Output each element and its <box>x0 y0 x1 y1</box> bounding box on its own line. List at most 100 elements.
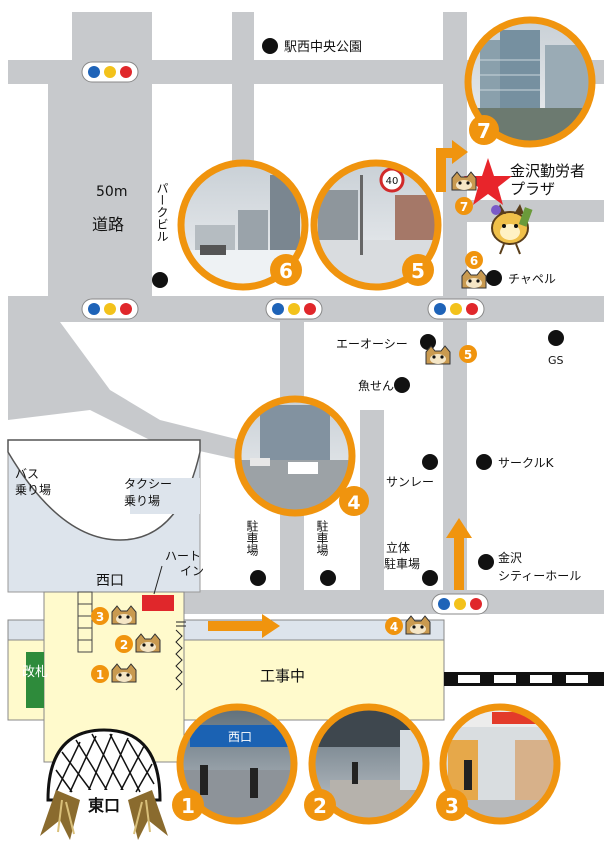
gs-label: GS <box>548 354 564 367</box>
parking-label-2: 駐車場 <box>315 519 329 557</box>
ticket-gate-marker <box>26 652 44 708</box>
destination-label-2: プラザ <box>510 180 555 198</box>
city-hall-dot <box>478 554 494 570</box>
city-hall-label-1: 金沢 <box>498 550 522 565</box>
cat-face-icon <box>111 663 137 683</box>
east-exit-dome: 東口 <box>40 728 168 840</box>
marker-2: 2 <box>115 633 161 653</box>
red-star-icon <box>464 158 512 205</box>
taxi-stand-label-2: 乗り場 <box>124 494 160 508</box>
heart-in-label-1: ハート <box>165 549 201 563</box>
landmarks: 駅西中央公園 50m 道路 パークビル 金沢勤労者 プラザ チャペル エーオーシ… <box>92 38 604 590</box>
photo-2-number: 2 <box>313 794 327 818</box>
bus-taxi-plaza: バス 乗り場 タクシー 乗り場 <box>7 439 201 593</box>
photo-5-number: 5 <box>411 259 425 283</box>
cat-face-icon <box>111 605 137 625</box>
road-vertical-mid <box>232 12 254 162</box>
chapel-label: チャペル <box>508 272 556 286</box>
photo-3-number: 3 <box>445 794 459 818</box>
road-name-label: 道路 <box>92 215 124 234</box>
cat-face-icon <box>135 633 161 653</box>
rittai-dot <box>422 570 438 586</box>
orange-arrow-icon <box>208 140 472 638</box>
traffic-light-middle-left <box>81 298 139 320</box>
heart-in-label-2: イン <box>180 564 204 578</box>
construction-label: 工事中 <box>260 667 305 685</box>
marker-7-number: 7 <box>460 200 468 214</box>
cat-face-icon <box>425 345 451 365</box>
parking-dot-1 <box>250 570 266 586</box>
traffic-light-middle-right <box>427 298 485 320</box>
ticket-gate-label: 改札 <box>22 665 48 680</box>
road-width-label: 50m <box>96 184 127 200</box>
escalator-zigzag <box>175 629 183 691</box>
photo-4-number: 4 <box>347 492 360 514</box>
park-dot <box>262 38 278 54</box>
photo-6-number: 6 <box>279 259 293 283</box>
park-building-dot <box>152 272 168 288</box>
destination-label-1: 金沢勤労者 <box>510 162 585 180</box>
marker-5-number: 5 <box>464 348 472 362</box>
photo-5: 40 5 <box>310 159 442 291</box>
marker-3-number: 3 <box>96 610 104 624</box>
parking-dot-2 <box>320 570 336 586</box>
bus-stop-label-2: 乗り場 <box>15 483 51 497</box>
circle-k-label: サークルK <box>498 456 555 470</box>
rittai-label-1: 立体 <box>386 540 410 555</box>
marker-6-number: 6 <box>470 254 478 268</box>
cat-face-icon <box>451 171 477 191</box>
marker-7: 7 <box>451 171 477 215</box>
uosen-dot <box>394 377 410 393</box>
aosi-label: エーオーシー <box>336 337 408 351</box>
arrow-right-station <box>208 614 280 638</box>
circle-k-dot <box>476 454 492 470</box>
road-station-front <box>160 590 604 614</box>
arrow-turn-destination <box>436 140 468 192</box>
heart-in-store <box>142 595 174 611</box>
photo-1-sign: 西口 <box>228 730 252 744</box>
cat-face-icon <box>461 269 487 289</box>
photo-2: 2 <box>304 703 430 825</box>
sunray-dot <box>422 454 438 470</box>
marker-6: 6 <box>461 251 487 289</box>
bus-stop-label-1: バス <box>15 467 39 481</box>
marker-5: 5 <box>425 345 477 365</box>
chapel-dot <box>486 270 502 286</box>
marker-3: 3 <box>91 605 137 625</box>
marker-2-number: 2 <box>120 638 128 652</box>
park-label: 駅西中央公園 <box>284 40 362 55</box>
station-building: 改札 西口 ハート イン 工事中 <box>7 549 445 763</box>
uosen-label: 魚せん <box>358 379 394 393</box>
photo-7-number: 7 <box>477 119 491 143</box>
cat-face-icon <box>405 615 431 635</box>
speed-limit-sign: 40 <box>386 176 399 187</box>
sunray-label: サンレー <box>386 475 434 489</box>
photo-1-number: 1 <box>181 794 195 818</box>
photo-7: 7 <box>464 16 596 148</box>
rittai-label-2: 駐車場 <box>384 556 420 571</box>
marker-4: 4 <box>385 615 431 635</box>
traffic-light-middle-center <box>265 298 323 320</box>
traffic-light-station-front <box>431 593 489 615</box>
city-hall-label-2: シティーホール <box>498 569 581 583</box>
mascot-character <box>491 204 533 255</box>
parking-label-1: 駐車場 <box>245 519 259 557</box>
photo-3: 3 <box>436 703 561 825</box>
road-boulevard-50m <box>100 12 152 296</box>
park-building-label: パークビル <box>155 182 169 242</box>
west-exit-label: 西口 <box>96 573 124 589</box>
taxi-stand-label-1: タクシー <box>124 477 172 491</box>
photo-1: 西口 1 <box>172 703 298 825</box>
traffic-light-top <box>81 61 139 83</box>
photo-4: 4 <box>234 395 369 517</box>
marker-1-number: 1 <box>96 668 104 682</box>
east-exit-label: 東口 <box>88 796 120 815</box>
marker-4-number: 4 <box>390 620 398 634</box>
railway-track <box>444 672 604 686</box>
gs-dot <box>548 330 564 346</box>
aosi-dot <box>420 334 436 350</box>
arrow-up-city-hall <box>446 518 472 590</box>
photo-6: 6 <box>177 159 309 291</box>
road-diagonal-junction <box>8 322 280 460</box>
